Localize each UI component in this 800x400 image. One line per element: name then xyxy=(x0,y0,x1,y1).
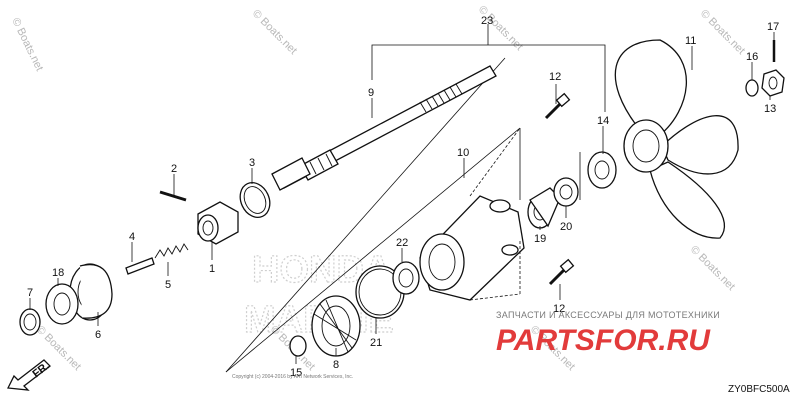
bearing-holder xyxy=(419,195,525,301)
brand-tagline: ЗАПЧАСТИ И АКСЕССУАРЫ ДЛЯ МОТОТЕХНИКИ xyxy=(496,310,720,320)
push-rod-4 xyxy=(125,257,155,275)
spring-5 xyxy=(154,243,189,259)
dog-clutch xyxy=(197,201,239,245)
callout-labels: 23 9 10 11 12 14 17 16 13 2 3 4 5 1 18 7… xyxy=(27,15,779,379)
watermark-text: © Boats.net xyxy=(688,244,737,293)
guide-lines xyxy=(469,127,581,301)
callout-9: 9 xyxy=(368,87,374,99)
callout-22: 22 xyxy=(396,237,408,249)
bearing-18 xyxy=(45,283,79,325)
thrust-washer-14 xyxy=(587,151,617,189)
watermark-text: © Boats.net xyxy=(698,8,747,57)
watermark-text: © Boats.net xyxy=(250,8,299,57)
forward-gear xyxy=(69,263,113,321)
pin-2 xyxy=(159,190,187,202)
callout-20: 20 xyxy=(560,221,572,233)
bolt-12-top xyxy=(544,92,571,120)
washer-16 xyxy=(745,79,759,97)
bracket-23 xyxy=(225,30,606,373)
callout-8: 8 xyxy=(333,359,339,371)
callout-6: 6 xyxy=(95,329,101,341)
callout-21: 21 xyxy=(370,337,382,349)
watermark-text: © Boats.net xyxy=(476,4,525,53)
callout-1: 1 xyxy=(209,263,215,275)
oil-seal-20 xyxy=(553,177,579,207)
callout-5: 5 xyxy=(165,279,171,291)
callout-10: 10 xyxy=(457,147,469,159)
callout-7: 7 xyxy=(27,287,33,299)
callout-17: 17 xyxy=(767,21,779,33)
bearing-22 xyxy=(392,261,420,295)
needle-bearing-19 xyxy=(527,187,561,229)
shim-15 xyxy=(289,335,307,357)
diagram-code: ZY0BFC500A xyxy=(728,384,790,395)
reverse-gear xyxy=(311,295,361,357)
callout-4: 4 xyxy=(129,231,135,243)
callout-16: 16 xyxy=(746,51,758,63)
ring-3 xyxy=(239,181,271,219)
callout-15: 15 xyxy=(290,367,302,379)
brand-overlay: ЗАПЧАСТИ И АКСЕССУАРЫ ДЛЯ МОТОТЕХНИКИ PA… xyxy=(496,310,720,357)
callout-19: 19 xyxy=(534,233,546,245)
callout-2: 2 xyxy=(171,163,177,175)
callout-13: 13 xyxy=(764,103,776,115)
callout-3: 3 xyxy=(249,157,255,169)
watermark-text: © Boats.net xyxy=(9,16,45,73)
callout-14: 14 xyxy=(597,115,609,127)
copyright-notice: Copyright (c) 2004-2016 by ARI Network S… xyxy=(232,374,353,380)
propeller xyxy=(614,39,739,239)
front-arrow-icon: FR. xyxy=(6,359,52,391)
callout-23: 23 xyxy=(481,15,493,27)
callout-11: 11 xyxy=(685,35,696,47)
propeller-shaft xyxy=(271,65,497,191)
callout-12-top: 12 xyxy=(549,71,561,83)
callout-18: 18 xyxy=(52,267,64,279)
bolt-12-bottom xyxy=(548,258,575,286)
ring-7 xyxy=(19,308,41,336)
leader-lines xyxy=(29,24,775,364)
nut-13 xyxy=(761,69,785,97)
brand-name: PARTSFOR.RU xyxy=(496,324,711,357)
callout-12-bottom: 12 xyxy=(553,303,565,315)
